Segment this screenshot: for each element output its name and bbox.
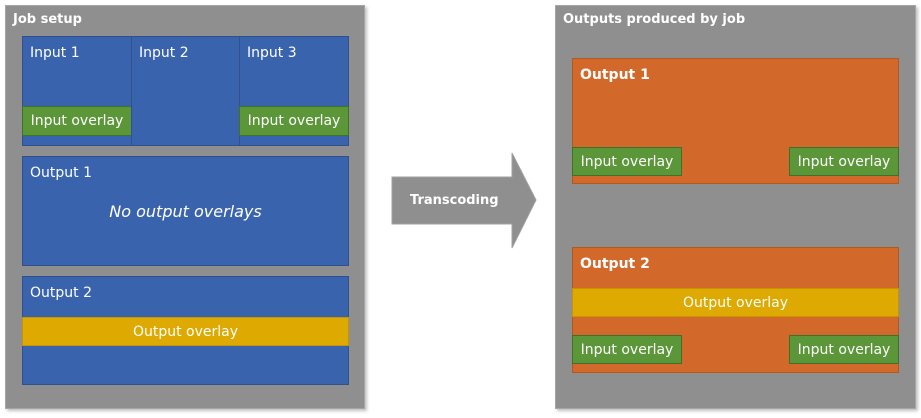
- output-label: Output 2: [30, 285, 92, 301]
- setup-output-2: Output 2 Output overlay: [22, 276, 349, 385]
- input-overlay: Input overlay: [572, 335, 682, 364]
- no-overlays-note: No output overlays: [109, 202, 262, 221]
- output-label: Output 1: [30, 165, 92, 181]
- input-overlay: Input overlay: [22, 106, 132, 136]
- input-overlay: Input overlay: [789, 147, 899, 176]
- input-overlay: Input overlay: [789, 335, 899, 364]
- arrow-label: Transcoding: [410, 193, 499, 208]
- setup-output-1: Output 1 No output overlays: [22, 156, 349, 266]
- input-label: Input 1: [30, 45, 80, 61]
- output-label: Output 2: [580, 256, 650, 272]
- input-overlay: Input overlay: [239, 106, 349, 136]
- input-label: Input 3: [247, 45, 297, 61]
- output-overlay: Output overlay: [22, 317, 349, 346]
- input-3: Input 3 Input overlay: [239, 36, 349, 146]
- input-2: Input 2: [131, 36, 240, 146]
- transcoding-arrow: [391, 152, 537, 249]
- input-overlay: Input overlay: [572, 147, 682, 176]
- input-label: Input 2: [139, 45, 189, 61]
- input-1: Input 1 Input overlay: [22, 36, 132, 146]
- result-output-2: Output 2 Output overlay Input overlay In…: [572, 247, 899, 373]
- output-label: Output 1: [580, 67, 650, 83]
- result-output-1: Output 1 Input overlay Input overlay: [572, 58, 899, 184]
- panel-title: Outputs produced by job: [563, 12, 746, 27]
- panel-title: Job setup: [13, 12, 82, 27]
- output-overlay: Output overlay: [572, 288, 899, 317]
